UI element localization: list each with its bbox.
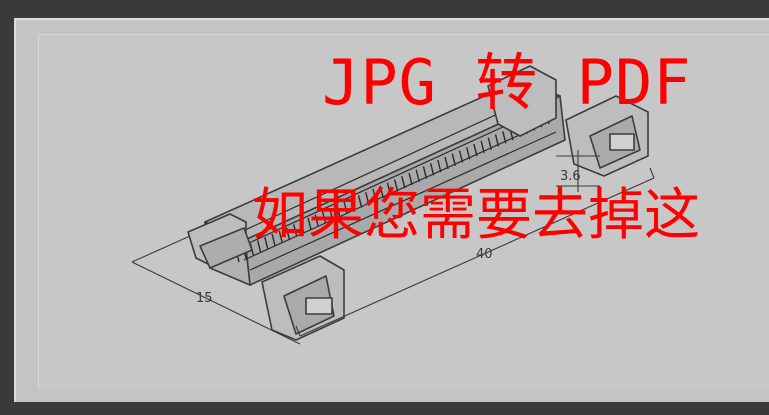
pin-tooth <box>502 131 507 144</box>
dimension-lines <box>131 150 655 345</box>
watermark-subtitle: 如果您需要去掉这 <box>252 183 700 248</box>
pin-tooth <box>458 150 464 163</box>
pin-tooth <box>494 134 500 147</box>
pin-tooth <box>415 169 420 182</box>
dimension-height-label: 3.6 <box>560 169 581 184</box>
pin-tooth <box>487 137 493 150</box>
pin-tooth <box>336 204 341 218</box>
pin-tooth <box>429 163 435 176</box>
pin-tooth <box>271 233 276 247</box>
pin-tooth <box>314 214 319 227</box>
pin-tooth <box>379 185 384 198</box>
pin-tooth <box>350 198 356 211</box>
pin-tooth <box>393 179 399 192</box>
pin-tooth <box>264 236 269 250</box>
pin-tooth <box>357 195 363 208</box>
dimension-depth-label: 15 <box>196 291 213 306</box>
pin-tooth <box>285 227 291 240</box>
pin-tooth <box>256 240 262 253</box>
pin-tooth <box>321 211 327 224</box>
pin-tooth <box>444 156 449 170</box>
pin-tooth <box>278 230 283 243</box>
pin-tooth <box>343 201 348 215</box>
watermark-title: JPG 转 PDF <box>322 46 692 119</box>
pin-tooth <box>372 188 377 202</box>
pin-tooth <box>480 140 485 154</box>
pin-tooth <box>473 143 478 157</box>
pin-tooth <box>408 172 413 186</box>
pin-tooth <box>307 217 312 231</box>
pin-tooth <box>451 153 456 166</box>
pin-tooth <box>300 220 305 234</box>
pin-tooth <box>329 208 334 221</box>
pin-tooth <box>437 159 442 173</box>
left-latch <box>187 213 345 341</box>
pin-tooth <box>292 224 298 237</box>
pin-rows <box>231 99 557 271</box>
pin-tooth <box>466 147 471 160</box>
pin-tooth <box>401 176 406 189</box>
pin-tooth <box>365 192 370 205</box>
pin-tooth <box>422 166 428 179</box>
pin-tooth <box>386 182 392 195</box>
dimension-width-label: 40 <box>476 247 493 262</box>
